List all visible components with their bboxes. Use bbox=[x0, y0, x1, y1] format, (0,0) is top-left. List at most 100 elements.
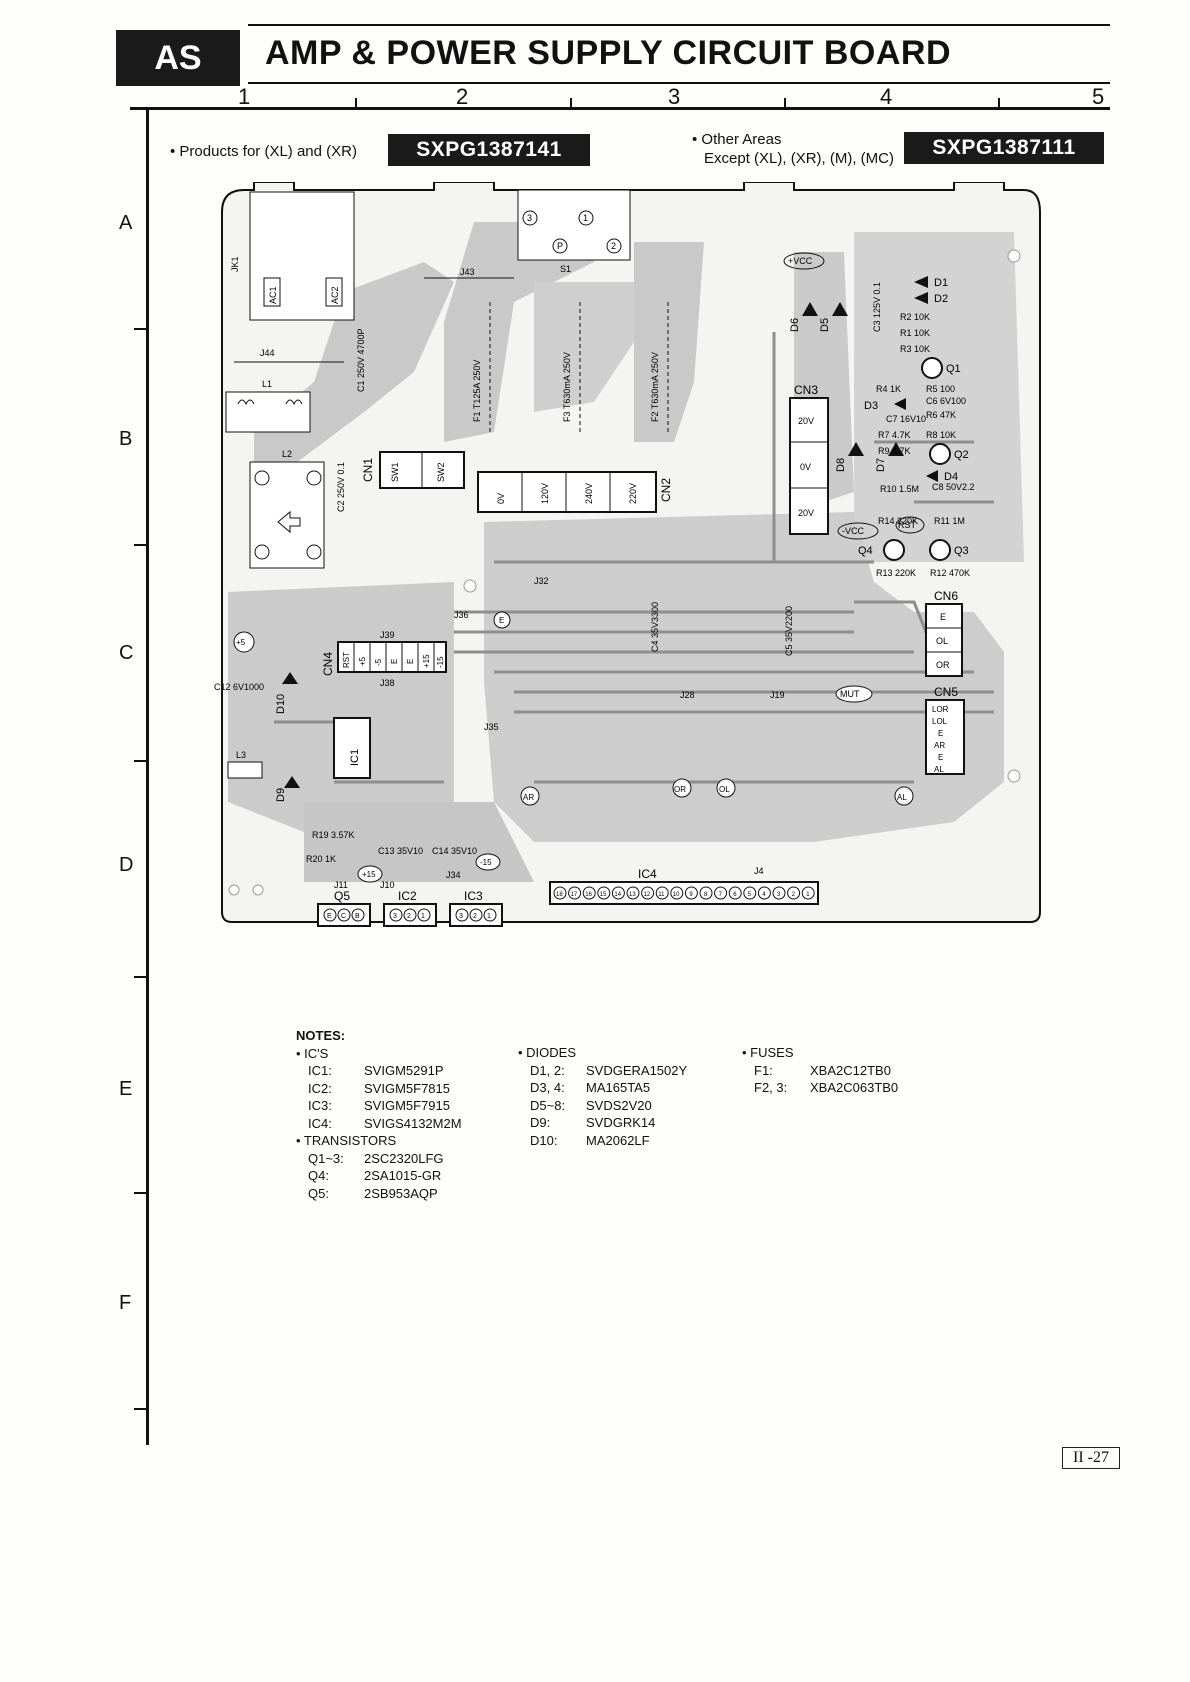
ic4-pin-number: 5 bbox=[748, 892, 752, 898]
svg-text:2: 2 bbox=[473, 913, 477, 920]
fuses-title: • FUSES bbox=[742, 1045, 794, 1060]
svg-text:R14 220K: R14 220K bbox=[878, 516, 918, 526]
svg-text:F2 T630mA 250V: F2 T630mA 250V bbox=[650, 352, 660, 422]
svg-text:OR: OR bbox=[674, 785, 686, 794]
cn1-label: CN1 bbox=[361, 458, 375, 482]
cn3-connector bbox=[789, 397, 829, 535]
ic4-pin-number: 8 bbox=[704, 892, 708, 898]
test-point-plus5: +5 bbox=[233, 631, 255, 653]
j35-label: J35 bbox=[484, 722, 499, 732]
ic4-pin-number: 9 bbox=[689, 892, 693, 898]
svg-text:E: E bbox=[938, 729, 943, 738]
ic4-pin bbox=[597, 886, 611, 900]
ic4-pin bbox=[801, 886, 815, 900]
ic4-pin-number: 7 bbox=[719, 892, 723, 898]
ic4-pin-number: 3 bbox=[777, 892, 781, 898]
cn2-label: CN2 bbox=[659, 478, 673, 502]
s1-label: S1 bbox=[560, 264, 571, 274]
svg-text:P: P bbox=[557, 241, 563, 251]
row-label-e: E bbox=[119, 1078, 133, 1100]
c1-label: C1 250V 4700P bbox=[356, 328, 366, 392]
copper-area bbox=[304, 802, 534, 882]
test-point-plus15: +15 bbox=[357, 865, 383, 883]
svg-text:R2 10K: R2 10K bbox=[900, 312, 930, 322]
svg-text:B: B bbox=[355, 913, 360, 920]
svg-text:D1: D1 bbox=[934, 277, 948, 289]
cn3-label: CN3 bbox=[794, 383, 818, 397]
ic4-pin bbox=[568, 886, 582, 900]
ic4-pin bbox=[670, 886, 684, 900]
svg-text:F3 T630mA 250V: F3 T630mA 250V bbox=[562, 352, 572, 422]
ic4-pin bbox=[684, 886, 698, 900]
svg-text:3: 3 bbox=[527, 213, 532, 223]
row-tick bbox=[134, 1408, 146, 1410]
svg-text:Q4: Q4 bbox=[858, 545, 873, 557]
c3-label: C3 125V 0.1 bbox=[872, 282, 882, 332]
row-label-f: F bbox=[119, 1292, 132, 1314]
svg-text:E: E bbox=[940, 612, 946, 622]
svg-text:-15: -15 bbox=[436, 656, 445, 668]
svg-text:C13 35V10: C13 35V10 bbox=[378, 846, 423, 856]
svg-text:R3 10K: R3 10K bbox=[900, 344, 930, 354]
transistors-title: • TRANSISTORS bbox=[296, 1133, 397, 1148]
ic4-label: IC4 bbox=[638, 867, 657, 881]
svg-text:2: 2 bbox=[407, 913, 411, 920]
ics-title: • IC'S bbox=[296, 1045, 329, 1061]
row-label-d: D bbox=[119, 854, 134, 876]
page-title: AMP & POWER SUPPLY CIRCUIT BOARD bbox=[265, 34, 952, 72]
cn5-label: CN5 bbox=[934, 685, 958, 699]
j36-label: J36 bbox=[454, 610, 469, 620]
j28-label: J28 bbox=[680, 690, 695, 700]
ic4-pin bbox=[611, 886, 625, 900]
column-tick bbox=[355, 98, 357, 108]
ic4-pin bbox=[553, 886, 567, 900]
row-tick bbox=[134, 760, 146, 762]
diode-d8: D8 bbox=[835, 442, 864, 472]
ic4-pin-number: 14 bbox=[614, 892, 621, 898]
ic4-pin bbox=[626, 886, 640, 900]
ic4-pin bbox=[641, 886, 655, 900]
ic4-pin bbox=[728, 886, 742, 900]
ic4-pin-number: 12 bbox=[644, 892, 651, 898]
svg-text:0V: 0V bbox=[496, 493, 506, 504]
svg-text:D6: D6 bbox=[789, 318, 801, 332]
svg-text:120V: 120V bbox=[540, 483, 550, 504]
svg-text:IC2: IC2 bbox=[398, 889, 417, 903]
diode-d9: D9 bbox=[275, 776, 300, 802]
svg-text:R13 220K: R13 220K bbox=[876, 568, 916, 578]
other-areas-label: • Other Areas bbox=[692, 131, 782, 148]
transistor-q2 bbox=[929, 443, 951, 465]
diode-d6: D6 bbox=[789, 302, 818, 332]
svg-text:F1 T125A 250V: F1 T125A 250V bbox=[472, 360, 482, 422]
svg-text:D7: D7 bbox=[875, 458, 887, 472]
fuses-list: F1:XBA2C12TB0 F2, 3:XBA2C063TB0 bbox=[754, 1062, 899, 1096]
svg-text:D4: D4 bbox=[944, 471, 958, 483]
j10-label: J10 bbox=[380, 880, 395, 890]
svg-text:R12 470K: R12 470K bbox=[930, 568, 970, 578]
products-xl-xr-label: • Products for (XL) and (XR) bbox=[170, 143, 357, 160]
diode-d2: D2 bbox=[914, 292, 948, 305]
fuse-f3: F3 T630mA 250V bbox=[562, 302, 581, 432]
ic4-pin-number: 16 bbox=[585, 892, 592, 898]
column-tick bbox=[998, 98, 1000, 108]
svg-text:LOR: LOR bbox=[932, 705, 949, 714]
j19-label: J19 bbox=[770, 690, 785, 700]
svg-text:OR: OR bbox=[936, 660, 950, 670]
test-point-al: AL bbox=[894, 786, 914, 806]
ic4-pin-number: 4 bbox=[762, 892, 766, 898]
copper-area bbox=[228, 582, 454, 832]
cn4-connector bbox=[337, 641, 447, 673]
mounting-hole bbox=[252, 884, 264, 896]
column-label-3: 3 bbox=[668, 84, 681, 109]
svg-text:3: 3 bbox=[393, 913, 397, 920]
fuse-f1: F1 T125A 250V bbox=[472, 302, 491, 432]
svg-text:SW2: SW2 bbox=[436, 462, 446, 482]
s1-switch bbox=[517, 189, 631, 261]
c4-label: C4 35V3300 bbox=[650, 602, 660, 652]
ic4-pin-number: 11 bbox=[658, 892, 665, 898]
ac2-label: AC2 bbox=[330, 286, 340, 304]
svg-text:R1 10K: R1 10K bbox=[900, 328, 930, 338]
l3-inductor bbox=[227, 761, 263, 779]
transistors-list: Q1~3:2SC2320LFG Q4:2SA1015-GR Q5:2SB953A… bbox=[308, 1150, 444, 1201]
diode-d7: D7 bbox=[875, 442, 904, 472]
